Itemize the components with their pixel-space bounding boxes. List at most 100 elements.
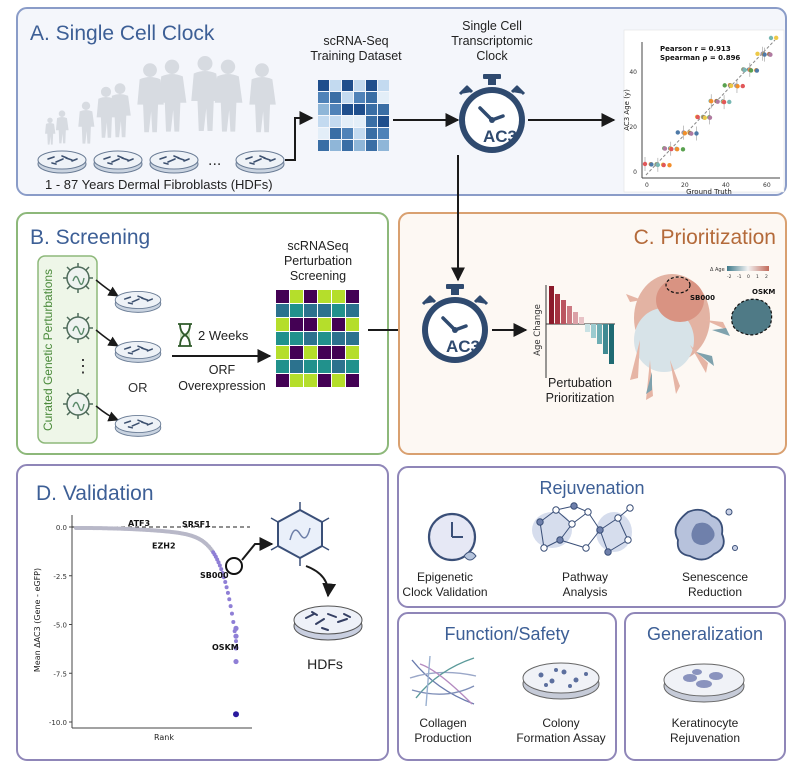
pathway-node [596, 526, 604, 534]
screen-label-2: Perturbation [284, 254, 352, 268]
rank-point [224, 585, 229, 590]
scatter-point [735, 84, 740, 89]
screen-cell [318, 318, 331, 331]
scatter-point [773, 35, 779, 41]
scatter-point [667, 162, 672, 168]
bar-caption-2: Prioritization [546, 391, 615, 405]
pearson-text: Pearson r = 0.913 [660, 45, 731, 53]
pathway-node [614, 514, 622, 522]
scatter-point [754, 68, 760, 73]
function-safety-box: Function/Safety Collagen Production Colo… [397, 612, 617, 761]
scatter-point [709, 99, 714, 104]
rejuvenation-title: Rejuvenation [539, 478, 644, 498]
scatter-point [721, 99, 727, 105]
rank-point [225, 590, 230, 595]
scatter-point [755, 51, 760, 57]
spearman-text: Spearman ρ = 0.896 [660, 54, 740, 62]
screen-cell [346, 318, 359, 331]
umap-plot: SB000 OSKM Δ Age -2 -1 0 1 2 [626, 266, 775, 400]
rank-point [223, 580, 228, 585]
rank-y-tick: -10.0 [49, 719, 67, 727]
rank-point [227, 597, 232, 602]
pathway-network-icon [532, 502, 634, 556]
screen-cell [290, 374, 303, 387]
pathway-node [582, 544, 590, 552]
screen-cell [276, 360, 289, 373]
orf-label-1: ORF [209, 363, 236, 377]
priority-bar [603, 324, 608, 354]
scatter-point [689, 131, 694, 136]
keratinocyte-label-2: Rejuvenation [670, 731, 740, 745]
scatter-point [768, 35, 774, 41]
dataset-cell [378, 80, 389, 91]
rank-y-tick: -2.5 [53, 573, 67, 581]
priority-bar [549, 286, 554, 324]
screen-cell [346, 290, 359, 303]
dataset-cell [378, 140, 389, 151]
dataset-cell [318, 80, 329, 91]
scatter-point [669, 146, 674, 152]
rank-point [228, 604, 233, 609]
screen-cell [346, 332, 359, 345]
delta-age-label: Δ Age [710, 267, 725, 273]
panel-b-title: B. Screening [30, 226, 150, 249]
priority-bar [567, 306, 572, 324]
scatter-point [728, 83, 734, 89]
keratinocyte-dish-icon [663, 663, 745, 703]
colony-dish-icon [522, 662, 600, 700]
panel-a: A. Single Cell Clock ... 1 - 87 Years De… [16, 7, 787, 196]
scatter-point [748, 68, 754, 73]
y-tick-1: 20 [629, 124, 637, 131]
scatter-point [662, 146, 668, 151]
orf-label-2: Overexpression [178, 379, 266, 393]
dataset-cell [342, 104, 353, 115]
generalization-title: Generalization [647, 624, 763, 644]
rank-annotation: SRSF1 [182, 520, 211, 529]
priority-bar [597, 324, 602, 344]
generalization-box: Generalization Keratinocyte Rejuvenation [624, 612, 786, 761]
pathway-label-2: Analysis [563, 585, 608, 599]
rank-annotation: EZH2 [152, 542, 176, 551]
scatter-point [682, 130, 688, 136]
pathway-node [570, 502, 578, 510]
scale-tick-4: 2 [765, 274, 768, 280]
rank-outlier [233, 645, 239, 651]
priority-bar [561, 300, 566, 324]
x-tick-0: 0 [645, 182, 649, 189]
y-tick-0: 0 [633, 169, 637, 176]
scatter-ylabel: AC3 Age (y) [623, 89, 631, 131]
dataset-cell [354, 80, 365, 91]
priority-bar [609, 324, 614, 364]
screen-label-1: scRNASeq [287, 239, 348, 253]
dish-row [37, 150, 285, 174]
scatter-xlabel: Ground Truth [686, 188, 732, 196]
screen-cell [290, 346, 303, 359]
screen-cell [304, 374, 317, 387]
scatter-point [642, 161, 648, 167]
pathway-node [552, 506, 560, 514]
screen-cell [276, 304, 289, 317]
keratinocyte-label-1: Keratinocyte [672, 716, 739, 730]
dataset-cell [318, 128, 329, 139]
bar-caption-1: Pertubation [548, 376, 612, 390]
screen-cell [346, 346, 359, 359]
screen-cell [290, 290, 303, 303]
training-dataset-grid [318, 80, 389, 151]
scatter-point [674, 146, 680, 152]
dataset-cell [342, 116, 353, 127]
dataset-cell [342, 80, 353, 91]
dataset-cell [354, 128, 365, 139]
bar-ylabel: Age Change [533, 304, 543, 356]
rank-point [234, 639, 238, 644]
scatter-point [695, 114, 700, 120]
dataset-label-1: scRNA-Seq [323, 34, 388, 48]
dataset-cell [378, 104, 389, 115]
rank-outlier [233, 658, 239, 665]
collagen-label-1: Collagen [419, 716, 466, 730]
rank-y-tick: -5.0 [53, 622, 67, 630]
dataset-cell [354, 92, 365, 103]
dataset-cell [330, 104, 341, 115]
x-tick-3: 60 [763, 182, 771, 189]
screen-cell [276, 332, 289, 345]
